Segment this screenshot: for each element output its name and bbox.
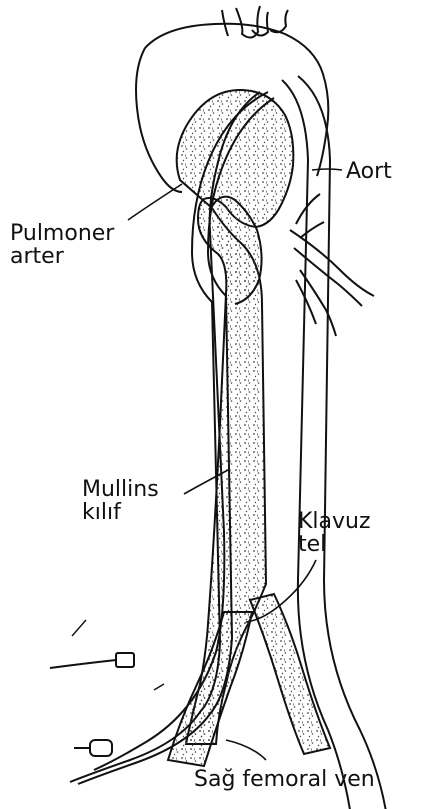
femoral-vein-right-branch (250, 594, 330, 754)
label-mullins-line2: kılıf (82, 501, 159, 524)
heart-left-wall (136, 48, 182, 192)
label-femoral-text: Sağ femoral ven (194, 768, 375, 791)
arch-branch-vessels (222, 6, 288, 38)
label-mullins-kilif: Mullins kılıf (82, 478, 159, 524)
label-pulmoner-arter: Pulmoner arter (10, 222, 114, 268)
upper-connector (116, 653, 134, 667)
label-pulmoner-line2: arter (10, 245, 114, 268)
lower-connector (90, 740, 112, 756)
pulmoner-leader-line (128, 184, 182, 220)
label-klavuz-line1: Klavuz (298, 510, 371, 533)
catheter-connectors (50, 653, 134, 756)
label-aort-text: Aort (346, 160, 392, 183)
aort-leader-line (312, 169, 342, 170)
label-sag-femoral-ven: Sağ femoral ven (194, 768, 375, 791)
femoral-leader-line (226, 740, 266, 760)
aortic-branches (290, 194, 374, 336)
label-klavuz-tel: Klavuz tel (298, 510, 371, 556)
label-pulmoner-line1: Pulmoner (10, 222, 114, 245)
label-klavuz-line2: tel (298, 533, 371, 556)
label-aort: Aort (346, 160, 392, 183)
label-mullins-line1: Mullins (82, 478, 159, 501)
